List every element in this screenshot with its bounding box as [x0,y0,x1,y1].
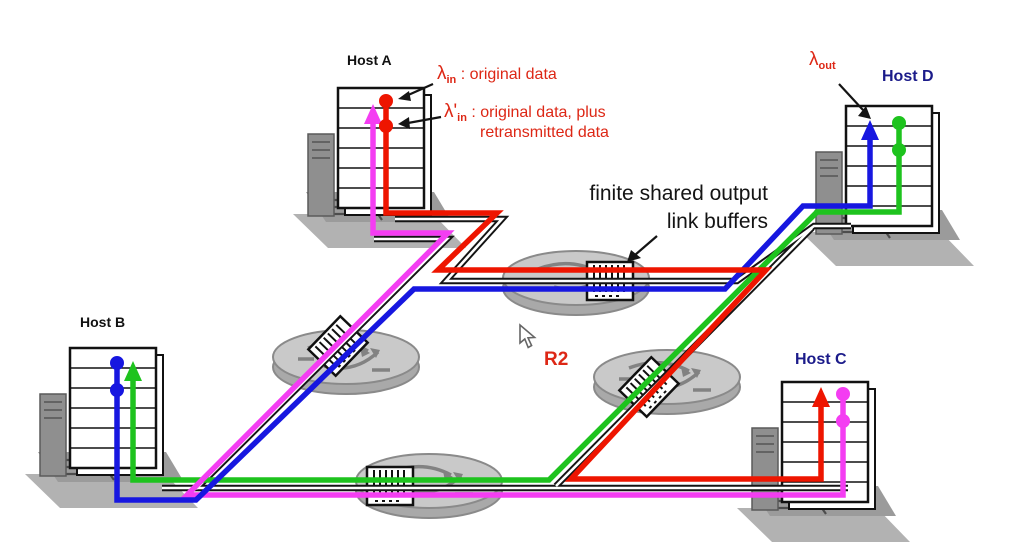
buffers-arrow [634,235,658,256]
host-a-computer [291,86,468,250]
host-c-label: Host C [795,351,847,368]
host-d-computer [799,104,976,268]
cursor-icon [519,323,537,349]
flow-red [379,94,830,482]
r2-label: R2 [544,349,569,370]
annotation-arrows [398,82,871,262]
buffers-label: finite shared output link buffers [589,182,768,233]
lambda-in-prime-arrow [407,115,442,125]
lambda-out-label: λout [809,49,836,72]
flow-green [124,116,906,483]
lambda-out-arrow [838,83,864,111]
flow-blue [110,120,879,503]
physical-links [162,215,851,492]
flow-magenta [180,104,850,498]
lambda-in-label: λin : original data [437,63,557,86]
host-b-label: Host B [80,314,126,330]
host-d-label: Host D [882,68,934,85]
lambda-in-arrow [405,82,434,98]
lambda-in-prime-label: λ'in : original data, plus retransmitted… [444,101,609,141]
host-a-label: Host A [347,52,392,68]
host-b-computer [23,346,200,510]
